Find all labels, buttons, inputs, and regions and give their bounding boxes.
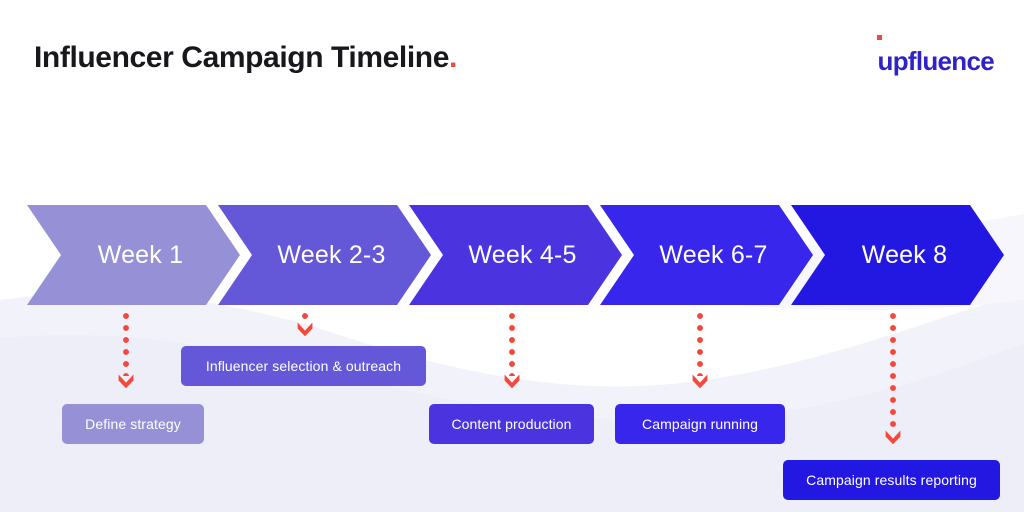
connector-arrow-week-4-5 xyxy=(503,313,521,389)
connector-dotted-line xyxy=(123,313,129,376)
timeline-phase-week-1[interactable]: Week 1 xyxy=(27,205,240,305)
task-box-label: Define strategy xyxy=(85,416,181,432)
arrow-down-icon xyxy=(885,430,901,445)
task-box-label: Campaign results reporting xyxy=(806,472,977,488)
timeline-phase-label: Week 6-7 xyxy=(659,240,768,269)
connector-dotted-line xyxy=(697,313,703,376)
connector-arrow-week-1 xyxy=(117,313,135,389)
timeline-phase-label: Week 2-3 xyxy=(277,240,386,269)
connector-arrow-week-2-3 xyxy=(296,313,314,337)
logo-accent-dot-icon xyxy=(877,35,882,40)
arrow-down-icon xyxy=(692,374,708,389)
task-box-content-production[interactable]: Content production xyxy=(429,404,594,444)
timeline-phase-week-6-7[interactable]: Week 6-7 xyxy=(600,205,813,305)
timeline-phase-label: Week 1 xyxy=(97,240,184,269)
timeline-phase-week-2-3[interactable]: Week 2-3 xyxy=(218,205,431,305)
task-box-define-strategy[interactable]: Define strategy xyxy=(62,404,204,444)
connector-dotted-line xyxy=(509,313,515,376)
task-box-campaign-running[interactable]: Campaign running xyxy=(615,404,785,444)
connector-arrow-week-8 xyxy=(884,313,902,445)
task-box-label: Influencer selection & outreach xyxy=(205,358,402,374)
connector-dotted-line xyxy=(890,313,896,432)
page-title-text: Influencer Campaign Timeline xyxy=(34,41,450,74)
timeline-phase-week-8[interactable]: Week 8 xyxy=(791,205,1004,305)
page-title: Influencer Campaign Timeline. xyxy=(34,41,457,75)
connector-dotted-line xyxy=(302,313,308,324)
task-box-label: Content production xyxy=(451,416,572,432)
logo-u-letter: u xyxy=(877,46,894,76)
arrow-down-icon xyxy=(504,374,520,389)
task-box-campaign-results-reporting[interactable]: Campaign results reporting xyxy=(783,460,1000,500)
logo-u-mark: u xyxy=(877,35,894,77)
timeline-chevron-track: Week 1 Week 2-3 Week 4-5 Week 6-7 Week 8 xyxy=(0,205,1024,305)
timeline-phase-label: Week 8 xyxy=(861,240,948,269)
timeline-phase-week-4-5[interactable]: Week 4-5 xyxy=(409,205,622,305)
task-box-influencer-selection[interactable]: Influencer selection & outreach xyxy=(181,346,426,386)
arrow-down-icon xyxy=(118,374,134,389)
logo-wordmark: pfluence xyxy=(892,46,995,76)
timeline-phase-label: Week 4-5 xyxy=(468,240,577,269)
page-title-accent-dot: . xyxy=(449,41,457,74)
arrow-down-icon xyxy=(297,322,313,337)
task-box-label: Campaign running xyxy=(641,416,758,432)
connector-arrow-week-6-7 xyxy=(691,313,709,389)
